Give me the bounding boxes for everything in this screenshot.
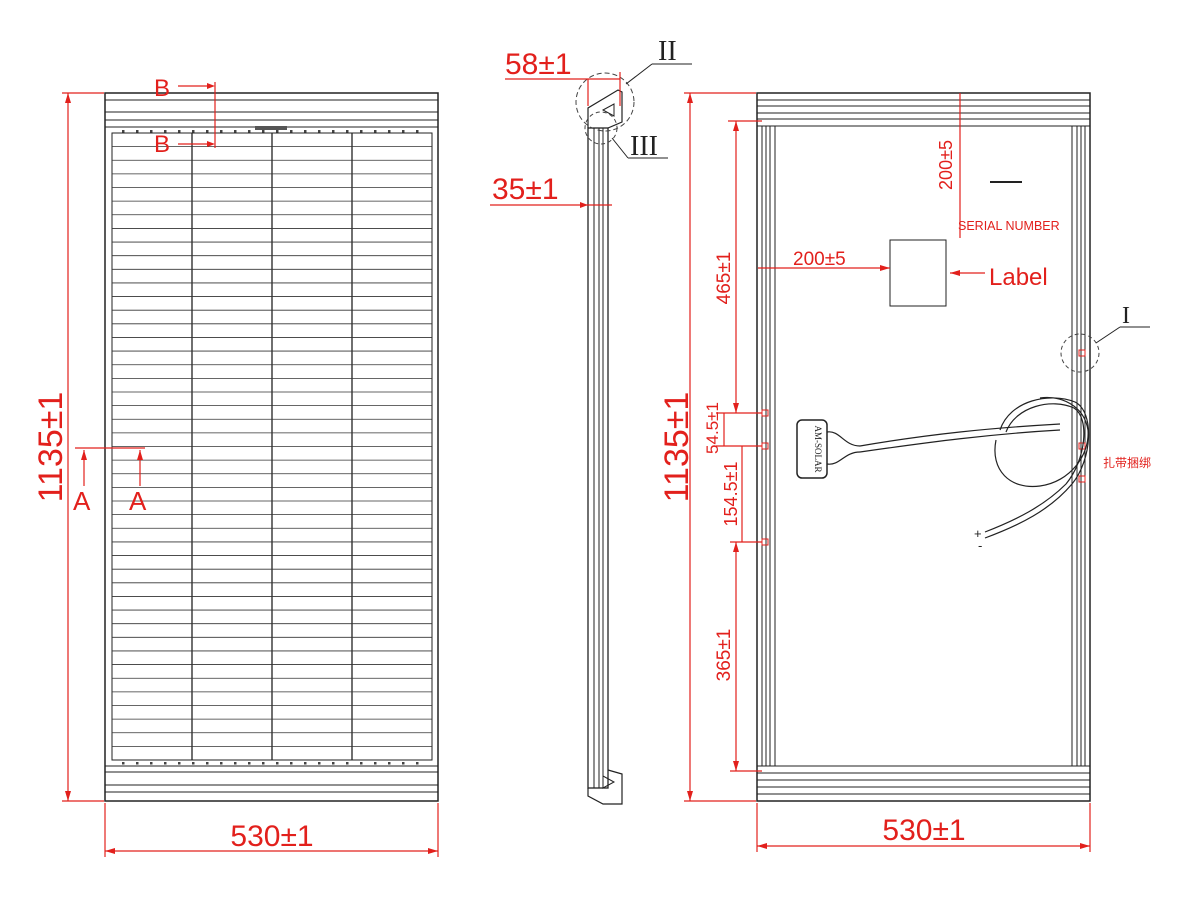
frame-hole — [136, 130, 139, 133]
frame-hole — [360, 130, 363, 133]
frame-hole — [206, 762, 209, 765]
label-callout: Label — [989, 264, 1048, 291]
frame-hole — [122, 762, 125, 765]
mounting-hole-upper — [761, 409, 769, 417]
frame-hole — [234, 130, 237, 133]
front-frame — [104, 92, 439, 802]
frame-hole — [388, 130, 391, 133]
frame-hole — [360, 762, 363, 765]
frame-hole — [262, 130, 265, 133]
frame-hole — [192, 762, 195, 765]
frame-holes — [122, 130, 419, 765]
ground-hole — [1078, 349, 1086, 357]
frame-hole — [178, 130, 181, 133]
frame-hole — [402, 130, 405, 133]
mount-gap-dimension: 54.5±1 — [703, 402, 722, 454]
frame-thickness-dimension: 35±1 — [492, 173, 559, 206]
frame-hole — [374, 762, 377, 765]
detail-i-circle — [1060, 333, 1100, 373]
front-width-dimension: 530±1 — [230, 820, 313, 853]
frame-hole — [220, 130, 223, 133]
mount-bottom-dimension: 365±1 — [714, 629, 735, 682]
frame-hole — [304, 762, 307, 765]
mount-top-dimension: 465±1 — [714, 252, 735, 305]
frame-hole — [388, 762, 391, 765]
cell-grid — [112, 133, 432, 760]
frame-hole — [332, 762, 335, 765]
front-view: B B A A 1135±1 530±1 — [32, 75, 439, 857]
back-height-dimension: 1135±1 — [658, 392, 696, 503]
frame-hole — [318, 762, 321, 765]
label-offset-dimension: 200±5 — [793, 249, 846, 270]
detail-ii-label: II — [658, 36, 677, 67]
positive-terminal: + — [974, 526, 982, 541]
front-height-dimension: 1135±1 — [32, 392, 70, 503]
negative-terminal: - — [978, 538, 982, 553]
junction-box-brand: AM-SOLAR — [813, 425, 823, 472]
section-a-right-label: A — [129, 486, 147, 516]
frame-hole — [248, 762, 251, 765]
junction-marker — [255, 126, 287, 130]
detail-iii-circle — [584, 111, 618, 145]
frame-hole — [220, 762, 223, 765]
detail-iii-label: III — [630, 131, 658, 162]
frame-hole — [346, 762, 349, 765]
frame-hole — [164, 762, 167, 765]
serial-number-label: SERIAL NUMBER — [958, 219, 1060, 233]
frame-hole — [318, 130, 321, 133]
frame-hole — [290, 130, 293, 133]
back-width-dimension: 530±1 — [882, 814, 965, 847]
junction-box — [796, 419, 828, 479]
frame-hole — [150, 130, 153, 133]
detail-ii-circle — [575, 72, 635, 132]
frame-hole — [276, 762, 279, 765]
frame-hole — [164, 130, 167, 133]
section-b-bottom-label: B — [154, 131, 170, 158]
frame-hole — [304, 130, 307, 133]
back-frame — [756, 92, 1091, 802]
tie-point-lower — [1078, 475, 1086, 483]
frame-hole — [290, 762, 293, 765]
frame-depth-dimension: 58±1 — [505, 48, 572, 81]
frame-hole — [374, 130, 377, 133]
mounting-hole-lower — [761, 538, 769, 546]
frame-hole — [332, 130, 335, 133]
serial-offset-dimension: 200±5 — [936, 140, 956, 190]
frame-hole — [416, 762, 419, 765]
frame-hole — [234, 762, 237, 765]
label-box — [889, 239, 947, 307]
cable-tie-note: 扎带捆绑 — [1103, 456, 1151, 470]
mounting-hole-middle — [761, 442, 769, 450]
frame-hole — [262, 762, 265, 765]
frame-hole — [276, 130, 279, 133]
frame-hole — [136, 762, 139, 765]
side-view: II III 58±1 35±1 — [490, 36, 692, 805]
frame-hole — [178, 762, 181, 765]
frame-hole — [122, 130, 125, 133]
section-b-top-label: B — [154, 75, 170, 102]
frame-hole — [346, 130, 349, 133]
section-a-left-label: A — [73, 486, 91, 516]
frame-hole — [206, 130, 209, 133]
frame-hole — [402, 762, 405, 765]
frame-hole — [150, 762, 153, 765]
back-view: I 200±5 SERIAL NUMBER 200±5 Label AM-SOL… — [658, 92, 1151, 852]
detail-i-label: I — [1122, 303, 1130, 329]
mount-mid-dimension: 154.5±1 — [721, 462, 741, 527]
side-frame — [587, 127, 609, 789]
frame-hole — [416, 130, 419, 133]
frame-hole — [248, 130, 251, 133]
frame-hole — [192, 130, 195, 133]
